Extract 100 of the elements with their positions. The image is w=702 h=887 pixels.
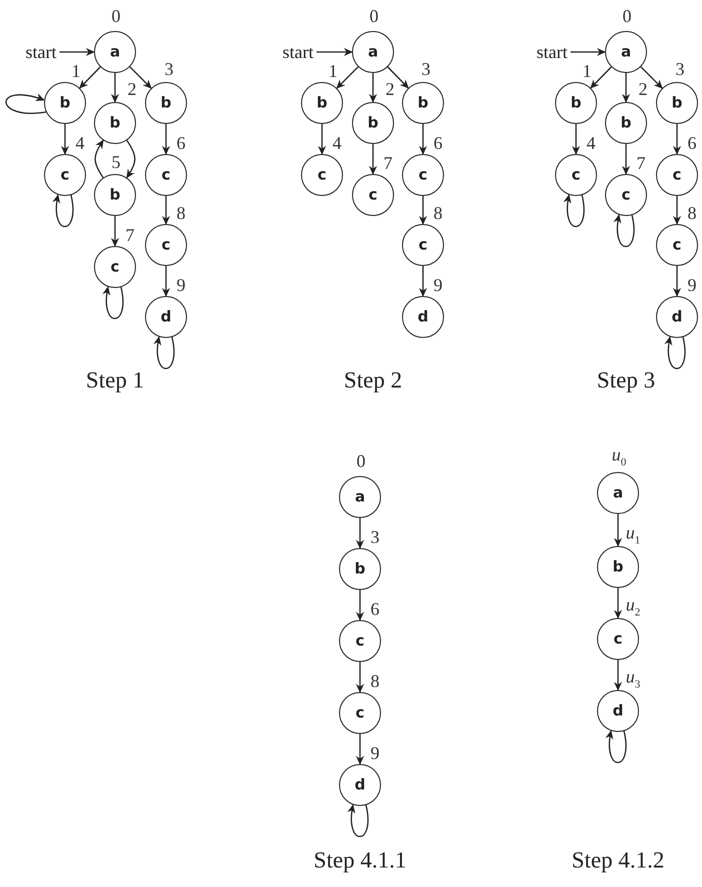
state-number: 1 bbox=[582, 62, 592, 80]
state-number: 9 bbox=[434, 276, 442, 294]
state-letter: a bbox=[612, 486, 624, 500]
step-caption: Step 4.1.2 bbox=[572, 848, 664, 872]
arrow bbox=[316, 48, 353, 56]
state-number: 6 bbox=[434, 134, 442, 152]
state-number: 6 bbox=[688, 134, 696, 152]
arrow bbox=[129, 66, 152, 89]
state-letter: b bbox=[612, 560, 624, 574]
state-letter: a bbox=[366, 44, 380, 60]
start-label: start bbox=[536, 43, 568, 61]
state-number: 7 bbox=[384, 154, 392, 172]
state-letter: b bbox=[354, 562, 366, 576]
arrow bbox=[590, 66, 612, 89]
state-number: 1 bbox=[72, 62, 80, 80]
state-letter: c bbox=[612, 632, 624, 646]
state-number: 5 bbox=[112, 153, 120, 171]
arrow bbox=[110, 216, 120, 247]
state-number: 9 bbox=[370, 744, 380, 762]
state-letter: b bbox=[670, 96, 684, 110]
state-letter: c bbox=[368, 188, 378, 202]
arrow bbox=[672, 196, 682, 225]
state-letter: b bbox=[316, 96, 328, 110]
state-number: 8 bbox=[370, 672, 380, 690]
state-letter: b bbox=[108, 116, 122, 130]
state-number: 2 bbox=[128, 80, 136, 98]
arrow bbox=[356, 734, 364, 765]
state-number: 9 bbox=[176, 276, 186, 294]
state-letter: c bbox=[672, 168, 682, 182]
arrow bbox=[60, 48, 95, 56]
arrow bbox=[336, 66, 359, 89]
state-number: 3 bbox=[422, 60, 430, 78]
self-loop-arrow bbox=[154, 336, 174, 369]
self-loop-arrow bbox=[606, 730, 626, 763]
arrow bbox=[622, 73, 630, 103]
state-letter: b bbox=[570, 96, 582, 110]
state-letter: c bbox=[672, 238, 682, 252]
state-number: 3 bbox=[676, 60, 684, 78]
state-letter: c bbox=[418, 168, 428, 182]
state-letter: b bbox=[416, 96, 430, 110]
state-number: 2 bbox=[386, 80, 394, 98]
state-letter: c bbox=[354, 634, 366, 648]
state-letter: c bbox=[418, 238, 428, 252]
arrow bbox=[418, 124, 428, 155]
state-letter: a bbox=[354, 490, 366, 504]
state-letter: b bbox=[108, 188, 122, 202]
state-letter: c bbox=[60, 168, 70, 182]
arrow bbox=[162, 124, 170, 155]
arrow bbox=[622, 144, 630, 175]
state-letter: c bbox=[620, 188, 632, 202]
arrow bbox=[672, 124, 682, 155]
state-number: 0 bbox=[356, 452, 366, 470]
state-letter: c bbox=[160, 168, 172, 182]
arrow bbox=[126, 140, 136, 178]
state-number: 8 bbox=[434, 204, 442, 222]
arrow bbox=[614, 588, 622, 619]
state-number: 3 bbox=[164, 60, 174, 78]
arrow bbox=[356, 590, 364, 621]
arrow bbox=[640, 66, 663, 89]
arrow bbox=[570, 48, 606, 56]
state-letter: d bbox=[670, 310, 684, 324]
state-number: 0 bbox=[112, 7, 120, 25]
self-loop-arrow bbox=[52, 194, 74, 227]
state-letter: b bbox=[620, 116, 632, 130]
state-letter: b bbox=[366, 116, 380, 130]
state-letter: d bbox=[612, 704, 624, 718]
state-number: u$_{1}$ bbox=[626, 524, 640, 546]
state-letter: d bbox=[354, 778, 366, 792]
state-number: 0 bbox=[622, 7, 632, 25]
step-caption: Step 4.1.1 bbox=[314, 848, 406, 872]
step-caption: Step 3 bbox=[596, 368, 656, 392]
state-letter: c bbox=[316, 168, 328, 182]
state-number: 6 bbox=[370, 600, 380, 618]
arrow bbox=[572, 124, 580, 155]
self-loop-arrow bbox=[5, 94, 46, 114]
state-letter: d bbox=[160, 310, 172, 324]
state-number: 1 bbox=[328, 62, 338, 80]
arrow bbox=[356, 518, 364, 549]
state-number: 9 bbox=[688, 276, 696, 294]
arrow bbox=[318, 124, 326, 155]
state-number: 4 bbox=[332, 134, 342, 152]
state-letter: c bbox=[110, 260, 120, 274]
arrow bbox=[672, 266, 682, 297]
state-number: 3 bbox=[370, 528, 380, 546]
arrow bbox=[79, 66, 101, 89]
state-number: 8 bbox=[176, 204, 186, 222]
state-letter: b bbox=[58, 96, 72, 110]
arrow bbox=[387, 66, 409, 89]
self-loop-arrow bbox=[348, 804, 368, 837]
self-loop-arrow bbox=[102, 286, 124, 319]
state-number: 7 bbox=[636, 154, 646, 172]
arrow bbox=[162, 196, 170, 225]
state-number: u$_{0}$ bbox=[612, 446, 626, 468]
state-number: u$_{3}$ bbox=[626, 668, 640, 690]
step-caption: Step 2 bbox=[344, 368, 402, 392]
state-number: 4 bbox=[76, 134, 84, 152]
state-number: 6 bbox=[176, 134, 186, 152]
state-number: 0 bbox=[370, 7, 378, 25]
self-loop-arrow bbox=[614, 214, 634, 247]
state-number: 8 bbox=[688, 204, 696, 222]
